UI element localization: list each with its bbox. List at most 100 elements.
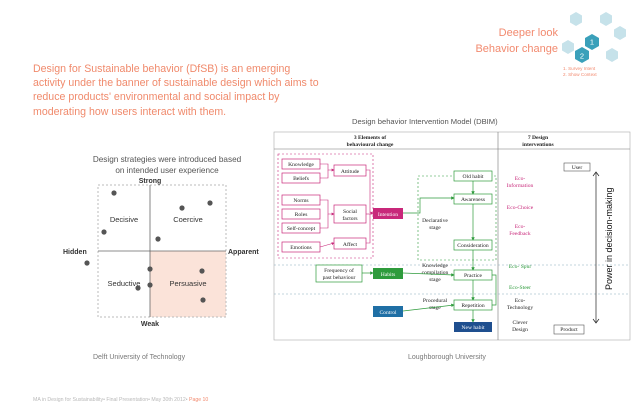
beliefs-label: Beliefs	[293, 175, 309, 182]
eco-information-line2: Information	[507, 182, 534, 189]
footer: MA in Design for Sustainability• Final P…	[33, 397, 208, 403]
axis-label-hidden: Hidden	[63, 249, 87, 256]
frequency-label-line2: past behaviour	[323, 275, 356, 281]
declarative-label-line2: stage	[429, 225, 441, 231]
footer-text: MA in Design for Sustainability• Final P…	[33, 397, 188, 403]
hex-cell-top-left[interactable]	[570, 12, 582, 26]
pink-group-frame	[277, 153, 374, 259]
power-label: Power in decision-making	[604, 187, 614, 290]
section-title: Deeper look Behavior change	[475, 25, 558, 57]
strategy-marker	[155, 236, 161, 242]
matrix-caption-line1: Design strategies were introduced based	[92, 155, 242, 164]
eco-choice-label: Eco-Choice	[507, 205, 534, 211]
roles-box	[281, 208, 321, 220]
habits-box	[373, 268, 403, 279]
eco-steer-label: Eco-Steer	[509, 285, 531, 291]
norms-label: Norms	[293, 198, 308, 204]
knowledge-comp-line3: stage	[429, 277, 441, 283]
eco-technology-line1: Eco-	[515, 298, 526, 304]
power-arrows	[592, 171, 600, 324]
hex-cell-right[interactable]	[614, 26, 626, 40]
knowledge-comp-line1: Knowledge	[422, 263, 448, 269]
hex-cell-bottom[interactable]: 2	[575, 47, 589, 63]
practice-label: Practice	[464, 273, 483, 279]
intention-box	[373, 208, 403, 219]
affect-label: Affect	[343, 241, 358, 248]
knowledge-label: Knowledge	[288, 162, 314, 168]
strategy-marker	[84, 260, 90, 266]
axis-label-strong: Strong	[139, 178, 162, 185]
quadrant-seductive: Seductive	[108, 279, 141, 288]
product-label: Product	[560, 327, 578, 333]
eco-technology-line2: Technology	[507, 305, 534, 311]
consideration-label: Consideration	[457, 243, 489, 249]
quadrant-decisive: Decisive	[110, 215, 138, 224]
attitude-label: Attitude	[341, 169, 360, 175]
eco-spur-label: Eco- Spur	[509, 264, 532, 270]
nav-legend-item-1: 1. Survey Intent	[563, 66, 596, 71]
intention-label: Intention	[378, 212, 398, 218]
clever-design-line1: Clever	[513, 320, 528, 326]
roles-label: Roles	[295, 212, 308, 218]
axis-label-weak: Weak	[141, 321, 159, 328]
strategy-marker	[111, 190, 117, 196]
awareness-label: Awareness	[461, 197, 485, 203]
control-label: Control	[379, 310, 397, 316]
strategy-marker	[135, 285, 141, 291]
strategy-marker	[179, 205, 185, 211]
hex-number-2: 2	[580, 52, 584, 61]
persuasive-highlight	[150, 251, 226, 317]
quadrant-persuasive: Persuasive	[169, 279, 206, 288]
emotions-label: Emotions	[290, 245, 311, 251]
quadrant-coercive: Coercive	[173, 215, 203, 224]
strategy-marker	[147, 282, 153, 288]
header-elements-line2: behavioural change	[347, 142, 394, 148]
dbim-caption: Design behavior Intervention Model (DBIM…	[352, 117, 498, 126]
frequency-label-line1: Frequency of	[324, 267, 354, 274]
eco-information-line1: Eco-	[515, 176, 526, 182]
product-box	[553, 324, 585, 335]
strategy-marker	[207, 200, 213, 206]
hex-cell-top-right[interactable]	[600, 12, 612, 26]
intro-paragraph: Design for Sustainable behavior (DfSB) i…	[33, 63, 319, 118]
strategy-marker	[200, 297, 206, 303]
matrix-caption: Design strategies were introduced based …	[62, 154, 272, 176]
strategy-marker	[147, 266, 153, 272]
dbim-diagram: 3 Elements of behavioural change 7 Desig…	[273, 131, 631, 341]
strategy-matrix: Strong Weak Hidden Apparent Decisive Coe…	[63, 178, 259, 328]
header-design-line2: interventions	[522, 142, 554, 148]
old-habit-label: Old habit	[463, 174, 484, 180]
user-box	[563, 162, 591, 172]
dbim-frame	[273, 131, 631, 341]
strategy-marker	[101, 229, 107, 235]
eco-feedback-line1: Eco-	[515, 224, 526, 230]
social-factors-label-line2: factors	[342, 215, 357, 222]
hexagon-navigation: 1 2	[562, 12, 626, 63]
left-source: Delft University of Technology	[93, 354, 186, 361]
social-factors-label-line1: Social	[343, 209, 357, 215]
header-elements-line1: 3 Elements of	[354, 135, 386, 141]
right-source: Loughborough University	[408, 354, 486, 361]
header-design-line1: 7 Design	[528, 135, 549, 141]
repetition-label: Repetition	[461, 303, 485, 309]
habits-label: Habits	[381, 272, 396, 278]
hex-number-1: 1	[590, 38, 594, 47]
procedural-label-line2: stage	[429, 305, 441, 311]
self-concept-label: Self-concept	[287, 225, 316, 232]
hex-cell-bottom-right[interactable]	[606, 48, 618, 62]
knowledge-comp-line2: compilation	[422, 270, 449, 276]
hex-cell-left[interactable]	[562, 40, 574, 54]
frequency-box	[315, 264, 363, 283]
matrix-caption-line2: on intended user experience	[115, 166, 219, 175]
hex-cell-center[interactable]: 1	[585, 34, 599, 50]
control-box	[373, 306, 403, 317]
strategy-markers	[84, 190, 213, 303]
clever-design-line2: Design	[512, 327, 528, 333]
procedural-label-line1: Procedural	[423, 298, 448, 304]
declarative-frame	[417, 175, 497, 261]
axis-label-apparent: Apparent	[228, 249, 259, 256]
section-title-line2: Behavior change	[475, 43, 558, 55]
strategy-marker	[199, 268, 205, 274]
section-title-line1: Deeper look	[498, 27, 558, 39]
nav-legend-item-2: 2. Show Context	[563, 72, 597, 77]
